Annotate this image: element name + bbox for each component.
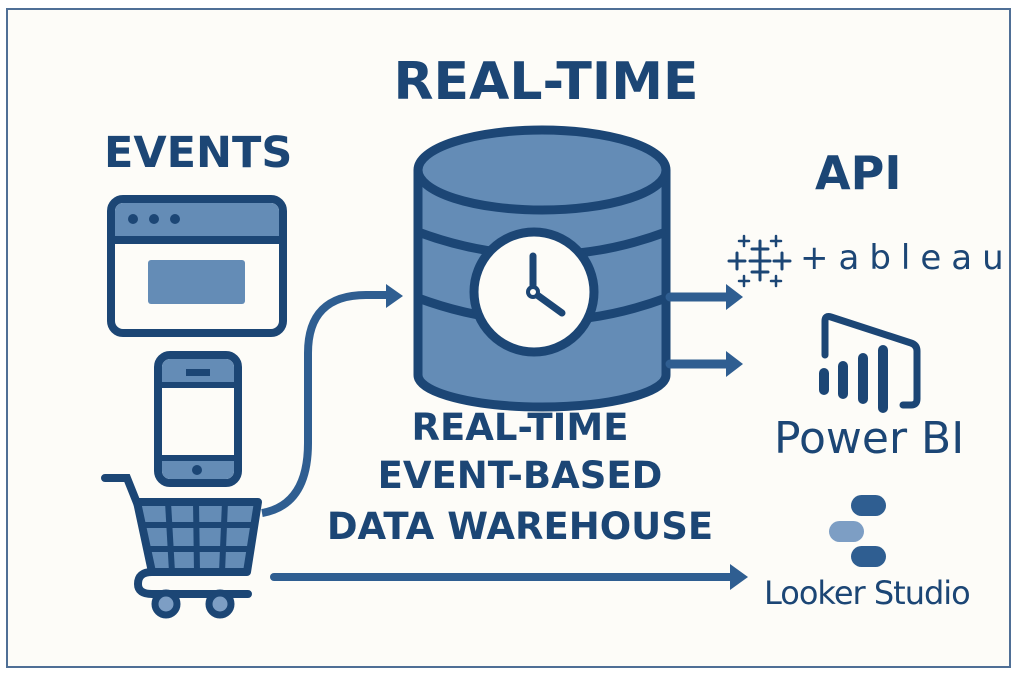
- events-to-looker-arrow: [270, 564, 748, 590]
- diagram-title: REAL-TIME: [393, 52, 699, 112]
- warehouse-to-powerbi-arrow: [665, 351, 743, 377]
- api-heading: API: [815, 146, 902, 200]
- looker-studio-label: Looker Studio: [764, 574, 971, 612]
- browser-window-icon: [107, 195, 287, 337]
- database-clock-icon: [413, 125, 671, 412]
- powerbi-label: Power BI: [774, 413, 965, 464]
- warehouse-label-line2: EVENT-BASED: [377, 454, 663, 497]
- mobile-phone-icon: [154, 351, 242, 487]
- warehouse-to-tableau-arrow: [665, 284, 743, 310]
- warehouse-label-line3: DATA WAREHOUSE: [326, 505, 714, 548]
- tableau-logo-icon: [727, 234, 792, 288]
- looker-studio-logo-icon: [829, 495, 886, 567]
- events-heading: EVENTS: [104, 128, 293, 178]
- events-to-warehouse-arrow: [261, 284, 403, 517]
- warehouse-label-line1: REAL-TIME: [411, 406, 629, 449]
- shopping-cart-icon: [101, 474, 262, 619]
- powerbi-logo-icon: [819, 313, 921, 413]
- tableau-label: +ableau: [800, 238, 1014, 278]
